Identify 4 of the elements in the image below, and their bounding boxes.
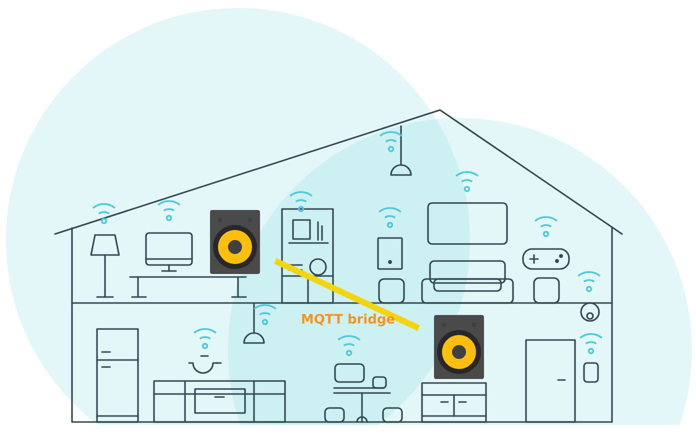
bridge-line <box>274 258 420 331</box>
speaker-picture <box>434 315 484 379</box>
speaker-picture <box>210 210 260 274</box>
edge-label: MQTT bridge <box>302 314 394 326</box>
